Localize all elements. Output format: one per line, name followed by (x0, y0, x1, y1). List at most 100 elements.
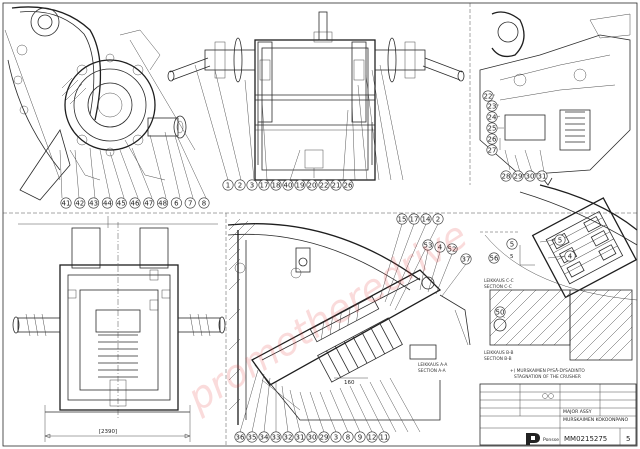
part-balloon: 48 (157, 197, 169, 209)
part-balloon: 11 (378, 431, 390, 443)
part-balloon-label: 12 (368, 433, 377, 441)
view-top-left (4, 6, 207, 201)
part-balloon: 1 (222, 179, 234, 191)
part-balloon-label: 47 (144, 199, 153, 207)
part-balloon: 44 (101, 197, 113, 209)
part-balloon: 32 (282, 431, 294, 443)
title-block-title: MAJOR ASSY (563, 409, 592, 415)
part-balloon-label: 31 (296, 433, 305, 441)
part-balloon-label: 15 (398, 215, 407, 223)
part-balloon-label: 40 (284, 181, 293, 189)
section-a-label: LEIKKAUS A-A (418, 362, 447, 368)
part-balloon: 27 (486, 144, 498, 156)
section-b-label: LEIKKAUS B-B (484, 350, 513, 356)
part-balloon-label: 29 (514, 172, 523, 180)
watermark: promotheredrive (179, 213, 475, 421)
part-balloon: 9 (354, 431, 366, 443)
part-balloon: 33 (270, 431, 282, 443)
part-balloon-label: 28 (502, 172, 511, 180)
section-b-label-en: SECTION B-B (484, 356, 512, 362)
part-balloon: 31 (294, 431, 306, 443)
part-balloon-label: 8 (346, 433, 350, 441)
part-balloon-label: 17 (260, 181, 269, 189)
part-balloon: 43 (88, 197, 100, 209)
part-balloon: 23 (486, 100, 498, 112)
part-balloon-label: 5 (558, 236, 562, 244)
part-balloon-label: 4 (568, 252, 573, 260)
title-block-company: Ponsse (543, 437, 559, 443)
part-balloon: 8 (198, 197, 210, 209)
part-balloon: 52 (446, 243, 458, 255)
part-balloon: 22 (482, 90, 494, 102)
part-balloon: 2 (432, 213, 444, 225)
part-balloon: 37 (460, 253, 472, 265)
part-balloon: 31 (536, 170, 548, 182)
part-balloon: 24 (486, 111, 498, 123)
part-balloon: 19 (294, 179, 306, 191)
part-balloon-label: 2 (238, 181, 242, 189)
part-balloon-label: 46 (131, 199, 140, 207)
part-balloon-label: 25 (488, 124, 497, 132)
part-balloon: 36 (234, 431, 246, 443)
part-balloon: 28 (500, 170, 512, 182)
part-balloon: 50 (494, 306, 506, 318)
part-balloon-label: 27 (488, 146, 497, 154)
part-balloon: 7 (184, 197, 196, 209)
part-balloon-label: 1 (226, 181, 230, 189)
company-logo (526, 433, 540, 445)
part-balloon: 41 (60, 197, 72, 209)
part-balloon: 42 (74, 197, 86, 209)
part-balloon: 15 (396, 213, 408, 225)
part-balloon: 14 (420, 213, 432, 225)
part-balloon-label: 30 (526, 172, 535, 180)
part-balloon: 17 (258, 179, 270, 191)
dimension-overall-width: [2390] (99, 429, 117, 435)
part-balloon: 35 (246, 431, 258, 443)
part-balloon-label: 41 (62, 199, 71, 207)
part-balloon: 17 (408, 213, 420, 225)
part-balloon-label: 56 (490, 254, 499, 262)
part-balloon-label: 37 (462, 255, 471, 263)
part-balloon-label: 2 (436, 215, 440, 223)
part-balloon-label: 45 (117, 199, 126, 207)
part-balloon: 5 (554, 234, 566, 246)
part-balloon-label: 32 (284, 433, 293, 441)
part-balloon-label: 17 (410, 215, 419, 223)
part-balloon: 45 (115, 197, 127, 209)
part-balloon-label: 3 (334, 433, 338, 441)
part-balloon-label: 4 (438, 243, 443, 251)
part-balloon-label: 22 (320, 181, 329, 189)
part-balloon: 30 (524, 170, 536, 182)
part-balloon-label: 48 (158, 199, 167, 207)
crusher-note-line-2: STAGNATION OF THE CRUSHER (514, 374, 581, 380)
part-balloon-label: 19 (296, 181, 305, 189)
part-balloon: 6 (170, 197, 182, 209)
part-balloon: 47 (143, 197, 155, 209)
part-balloon: 5 (506, 238, 518, 250)
part-balloon: 4 (564, 250, 576, 262)
drawing-number: MM0215275 (564, 435, 607, 443)
part-balloon-label: 14 (422, 215, 431, 223)
part-balloon-label: 22 (484, 92, 493, 100)
part-balloon: 21 (330, 179, 342, 191)
part-balloon: 3 (330, 431, 342, 443)
view-section-a: 160 (227, 218, 471, 433)
part-balloon-label: 36 (236, 433, 245, 441)
view-front-elevation (12, 216, 226, 442)
part-balloon: 29 (512, 170, 524, 182)
part-balloon-label: 20 (308, 181, 317, 189)
part-balloon-label: 30 (308, 433, 317, 441)
part-balloon-label: 11 (380, 433, 389, 441)
part-balloon-label: 24 (488, 113, 497, 121)
view-top-middle (167, 11, 465, 181)
part-balloon: 34 (258, 431, 270, 443)
part-balloon: 4 (434, 241, 446, 253)
part-balloon-label: 26 (488, 135, 497, 143)
part-balloon-label: 6 (174, 199, 179, 207)
part-balloon-label: 9 (358, 433, 362, 441)
